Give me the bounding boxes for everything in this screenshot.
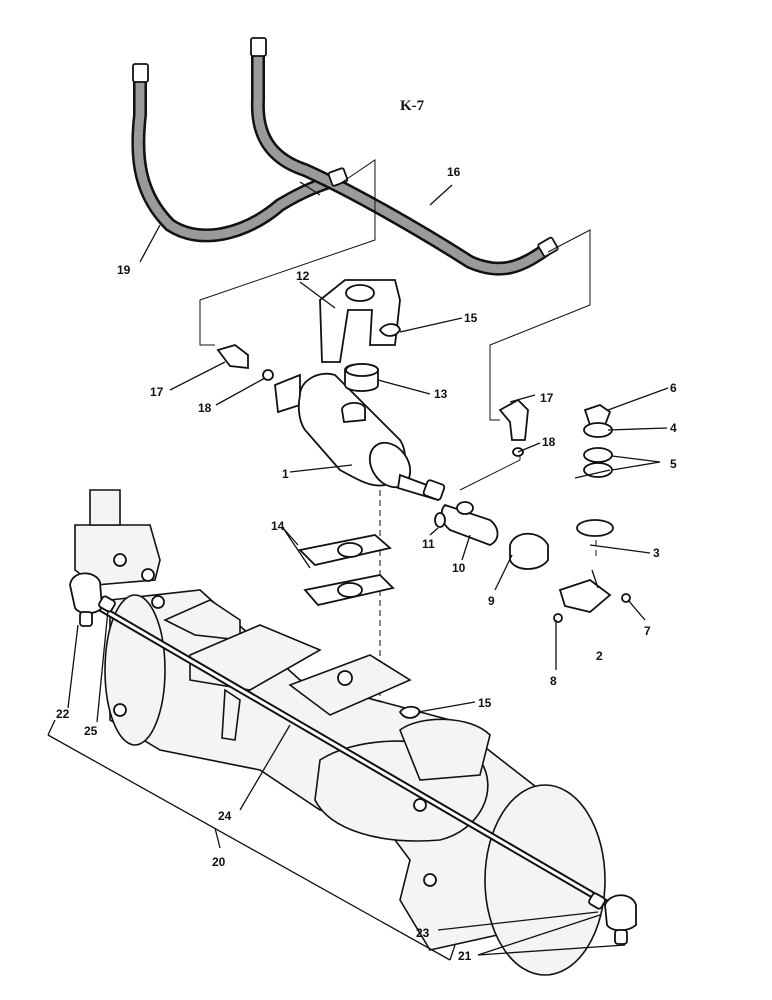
label-11: 11 bbox=[422, 537, 435, 551]
label-21: 21 bbox=[458, 949, 472, 963]
part-labels: 1 2 3 4 5 6 7 8 9 10 11 12 13 14 15 15 1… bbox=[56, 165, 677, 963]
label-9: 9 bbox=[488, 594, 495, 608]
label-22: 22 bbox=[56, 707, 70, 721]
label-15-bottom: 15 bbox=[478, 696, 492, 710]
label-4: 4 bbox=[670, 421, 677, 435]
label-7: 7 bbox=[644, 624, 651, 638]
label-3: 3 bbox=[653, 546, 660, 560]
label-18-left: 18 bbox=[198, 401, 212, 415]
label-19: 19 bbox=[117, 263, 131, 277]
hose-assembly bbox=[131, 37, 559, 276]
label-2: 2 bbox=[596, 649, 603, 663]
label-23: 23 bbox=[416, 926, 430, 940]
label-15-top: 15 bbox=[464, 311, 478, 325]
label-16: 16 bbox=[447, 165, 461, 179]
label-17-right: 17 bbox=[540, 391, 554, 405]
label-5: 5 bbox=[670, 457, 677, 471]
label-24: 24 bbox=[218, 809, 232, 823]
label-1: 1 bbox=[282, 467, 289, 481]
small-parts bbox=[216, 323, 631, 719]
label-13: 13 bbox=[434, 387, 448, 401]
label-25: 25 bbox=[84, 724, 98, 738]
label-12: 12 bbox=[296, 269, 310, 283]
label-20: 20 bbox=[212, 855, 226, 869]
label-6: 6 bbox=[670, 381, 677, 395]
label-17-left: 17 bbox=[150, 385, 164, 399]
leader-lines bbox=[47, 181, 669, 961]
label-8: 8 bbox=[550, 674, 557, 688]
label-10: 10 bbox=[452, 561, 466, 575]
label-18-right: 18 bbox=[542, 435, 556, 449]
tie-rod-assembly bbox=[69, 572, 637, 945]
bracket-assembly bbox=[319, 279, 401, 392]
label-14: 14 bbox=[271, 519, 285, 533]
diagram-title: K-7 bbox=[400, 98, 425, 114]
steering-cylinder bbox=[274, 372, 446, 502]
